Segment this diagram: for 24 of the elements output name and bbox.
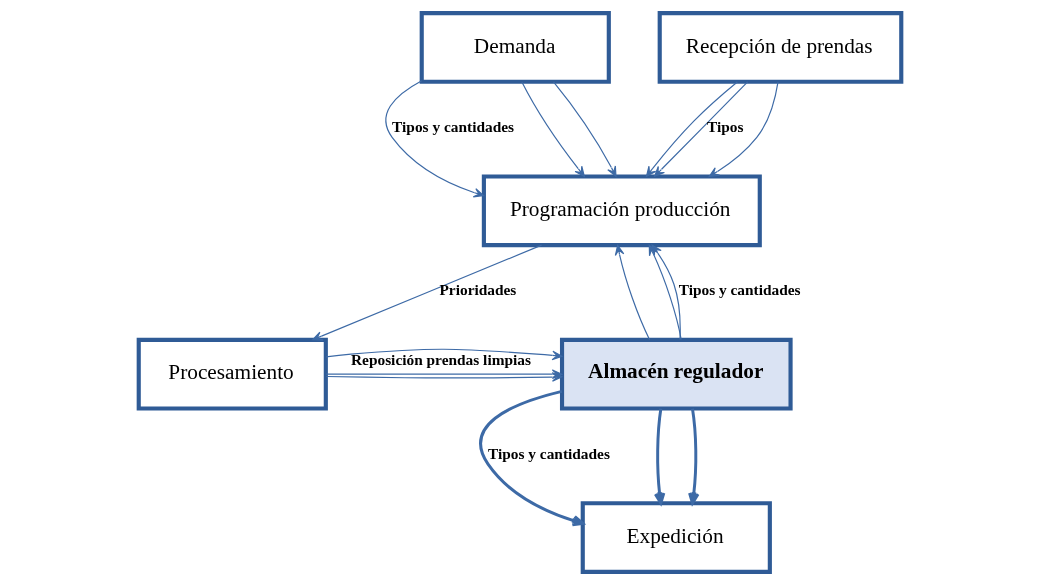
edge-label: Reposición prendas limpias: [350, 351, 531, 369]
node-box: Almacén regulador: [559, 337, 793, 411]
arrow: [312, 244, 543, 341]
arrow: [645, 81, 738, 177]
arrow: [479, 389, 585, 527]
arrow: [654, 81, 749, 177]
arrow: [521, 81, 585, 177]
arrow: [653, 408, 666, 505]
node-box: Expedición: [580, 501, 772, 574]
edge-label: Tipos y cantidades: [678, 281, 801, 299]
arrow: [708, 81, 779, 177]
node-box: Procesamiento: [136, 337, 328, 411]
arrow: [688, 408, 700, 505]
arrow: [614, 244, 651, 341]
edge-label: Tipos y cantidades: [488, 444, 610, 462]
edge-label: Tipos y cantidades: [392, 117, 515, 135]
arrow: [385, 80, 485, 198]
node-box: Demanda: [419, 11, 611, 84]
arrow: [325, 348, 563, 361]
node-box: Programación producción: [481, 174, 762, 248]
edge-label: Tipos: [707, 117, 744, 135]
edge-label: Prioridades: [439, 281, 517, 299]
arrow: [552, 81, 617, 177]
node-box: Recepción de prendas: [657, 11, 904, 84]
